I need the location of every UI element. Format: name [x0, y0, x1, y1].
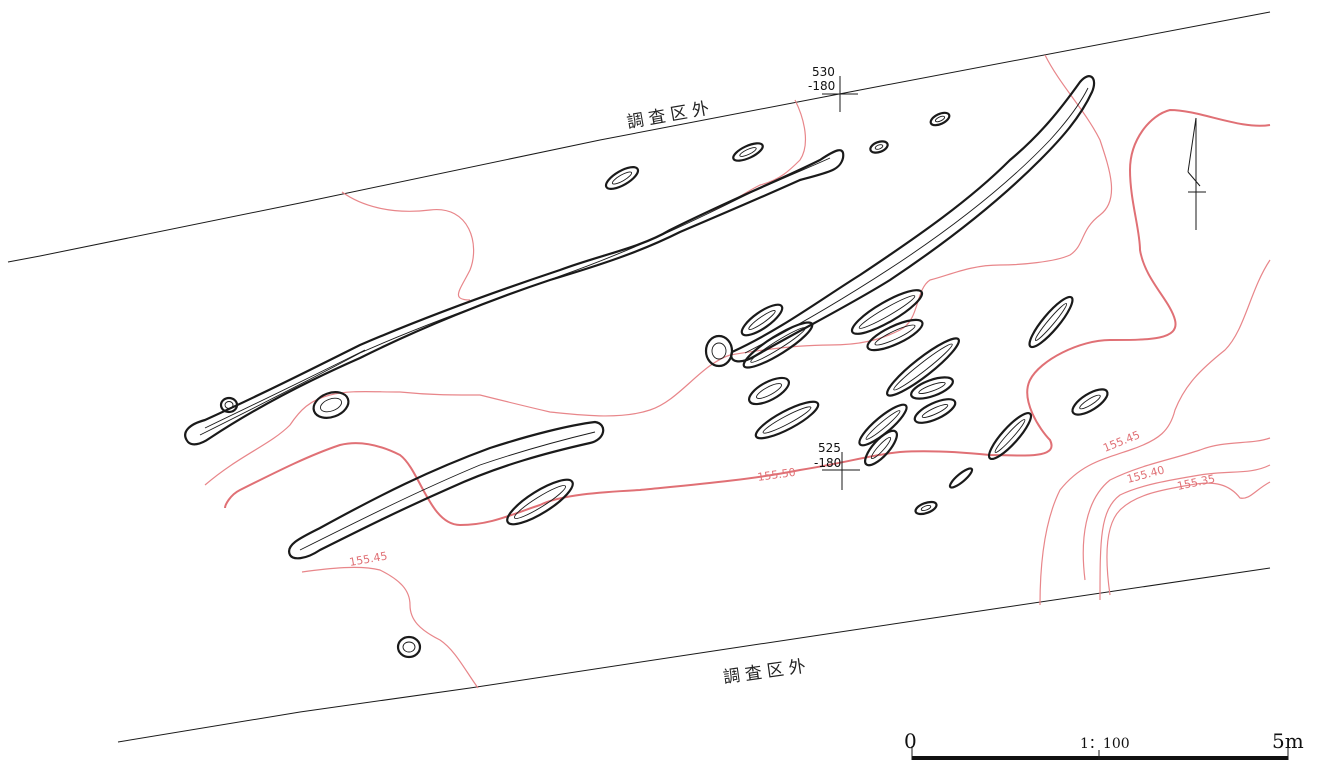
- scale-start: 0: [904, 729, 917, 753]
- index-contours: [224, 108, 1271, 527]
- out-of-area-label: 調査区外: [625, 98, 715, 133]
- contour-lines: [204, 54, 1271, 689]
- contour-label: 155.45: [348, 549, 388, 568]
- grid-label: 530: [812, 65, 835, 79]
- grid-marker-525-180: 525 -180: [814, 441, 860, 490]
- scale-bar: 0 1：100 5m: [904, 729, 1304, 760]
- long-trench: [730, 75, 1096, 363]
- grid-marker-530-180: 530 -180: [808, 65, 858, 112]
- north-arrow-icon: [1187, 117, 1206, 230]
- long-trench: [184, 149, 845, 446]
- grid-label: -180: [814, 456, 841, 470]
- survey-boundary-bottom: [117, 567, 1271, 743]
- contour-label: 155.50: [757, 466, 797, 484]
- features: [184, 75, 1109, 659]
- grid-label: -180: [808, 79, 835, 93]
- long-trench: [287, 420, 605, 560]
- survey-boundary-top: [7, 11, 1271, 263]
- scale-end: 5m: [1272, 729, 1304, 753]
- grid-label: 525: [818, 441, 841, 455]
- out-of-area-label: 調査区外: [722, 656, 812, 688]
- contour-label: 155.35: [1176, 472, 1216, 493]
- scale-ratio: 1：100: [1080, 736, 1130, 752]
- contour-label: 155.45: [1101, 428, 1142, 454]
